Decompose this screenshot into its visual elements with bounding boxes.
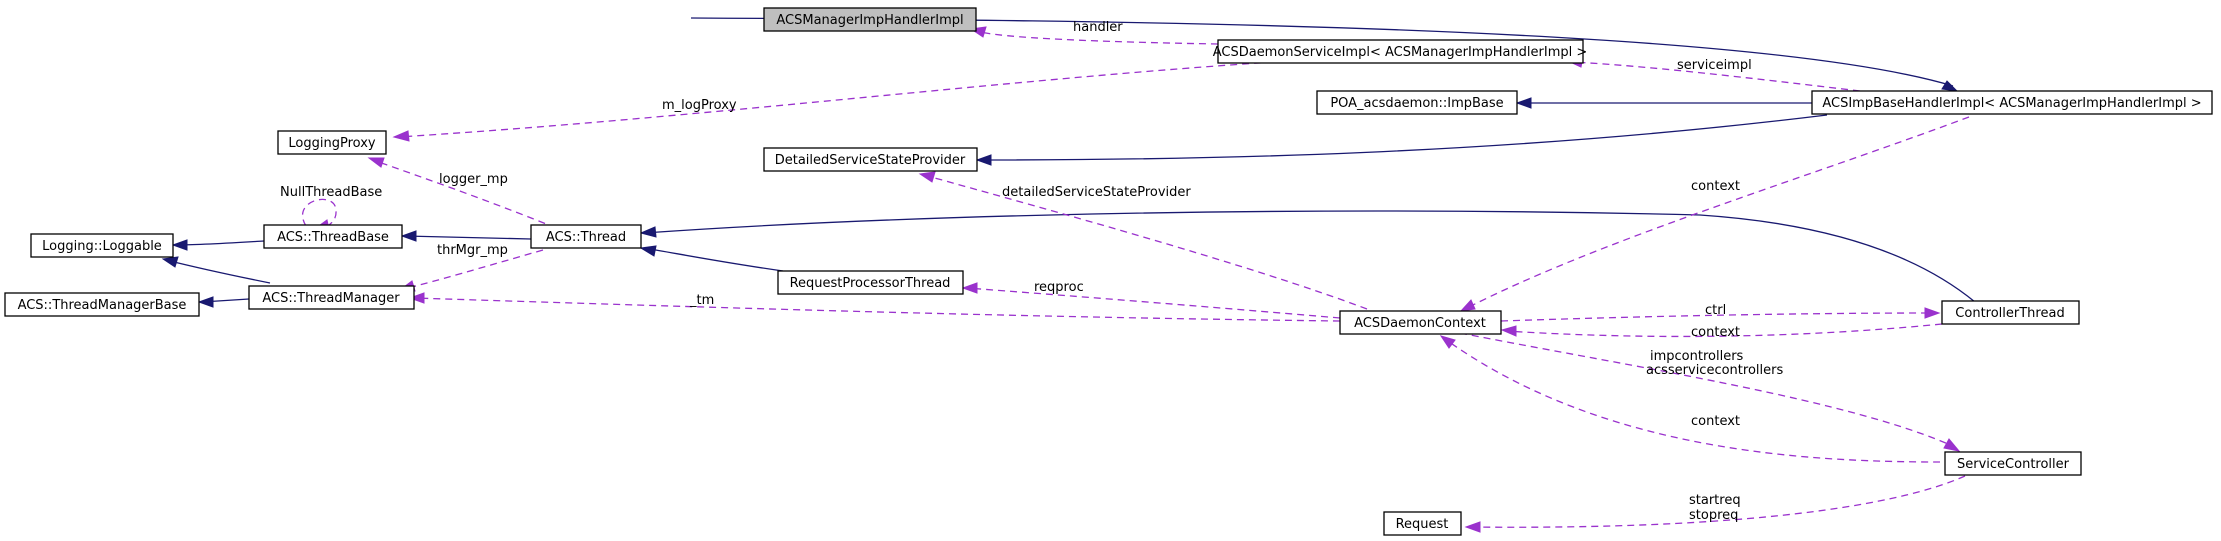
edge-thread-to-threadbase: [404, 235, 532, 240]
node-label: ACSDaemonServiceImpl< ACSManagerImpHandl…: [1213, 45, 1588, 60]
node-acsmanagerimphandlerimpl[interactable]: ACSManagerImpHandlerImpl: [763, 7, 977, 32]
node-label: ACS::ThreadBase: [277, 230, 389, 245]
node-label: ACSDaemonContext: [1354, 316, 1486, 331]
arrowhead-thread-logger: [367, 157, 385, 168]
label-nullthreadbase: NullThreadBase: [280, 185, 382, 200]
edge-context-servicecontrollers: [1459, 332, 1956, 448]
edge-context-detailed: [923, 174, 1368, 310]
node-label: ACS::Thread: [546, 230, 626, 245]
node-label: ACSImpBaseHandlerImpl< ACSManagerImpHand…: [1822, 96, 2201, 111]
node-loggingproxy[interactable]: LoggingProxy: [277, 130, 387, 155]
node-acs-threadmanagerbase[interactable]: ACS::ThreadManagerBase: [4, 292, 200, 317]
node-label: Logging::Loggable: [42, 239, 162, 254]
arrowhead-service-context: [1439, 335, 1456, 349]
arrowhead-context-servicecontrollers: [1943, 438, 1961, 452]
node-acsimpbasehandlerimpl[interactable]: ACSImpBaseHandlerImpl< ACSManagerImpHand…: [1811, 90, 2213, 115]
node-acs-threadmanager[interactable]: ACS::ThreadManager: [248, 285, 415, 310]
label-context-ctrl: context: [1691, 325, 1740, 340]
label-tm: _tm: [689, 293, 714, 308]
node-poa-acsdaemon-impbase[interactable]: POA_acsdaemon::ImpBase: [1316, 90, 1518, 115]
arrowhead-service-request: [1464, 521, 1481, 533]
edge-impbase-serviceimpl: [1571, 61, 1861, 92]
edge-context-reqproc: [966, 287, 1341, 319]
arrowhead-impbase-acsmanager: [1941, 80, 1959, 92]
arrowhead-context-tm: [408, 292, 425, 304]
node-label: RequestProcessorThread: [790, 276, 951, 291]
label-context-impbase: context: [1691, 179, 1740, 194]
arrowhead-thread-threadbase: [400, 230, 417, 242]
node-label: POA_acsdaemon::ImpBase: [1330, 96, 1503, 111]
node-acsdaemonserviceimpl[interactable]: ACSDaemonServiceImpl< ACSManagerImpHandl…: [1213, 39, 1588, 64]
label-reqproc: reqproc: [1034, 280, 1084, 295]
node-label: ControllerThread: [1955, 306, 2064, 321]
node-label: ServiceController: [1957, 457, 2070, 472]
label-ctrl: ctrl: [1705, 303, 1726, 318]
node-detailedservicestateprovider[interactable]: DetailedServiceStateProvider: [763, 147, 978, 172]
label-acsservicecontrollers: acsservicecontrollers: [1646, 363, 1783, 378]
arrowhead-controller-context: [1500, 325, 1517, 337]
arrowhead-controller-thread: [639, 226, 657, 238]
edge-labels: handler serviceimpl m_logProxy NullThrea…: [280, 20, 1783, 523]
edge-threadbase-to-loggable: [175, 240, 265, 246]
node-controllerthread[interactable]: ControllerThread: [1941, 300, 2080, 325]
arrowhead-impbase-poa: [1515, 97, 1532, 109]
arrowhead-threadbase-loggable: [171, 239, 188, 251]
edge-controller-to-thread: [643, 210, 1976, 303]
arrowhead-impbase-context: [1459, 299, 1476, 312]
node-label: ACS::ThreadManagerBase: [18, 298, 187, 313]
node-acs-threadbase[interactable]: ACS::ThreadBase: [263, 224, 403, 249]
node-requestprocessorthread[interactable]: RequestProcessorThread: [777, 270, 964, 295]
arrowhead-threadmanager-threadmanagerbase: [197, 296, 214, 308]
label-impcontrollers: impcontrollers: [1650, 349, 1744, 364]
label-startreq: startreq: [1689, 493, 1741, 508]
arrowhead-requestproc-thread: [639, 245, 657, 257]
node-label: Request: [1396, 517, 1449, 532]
label-thrmgr-mp: thrMgr_mp: [437, 243, 508, 258]
edges: [161, 17, 1976, 533]
node-logging-loggable[interactable]: Logging::Loggable: [30, 233, 174, 258]
arrowhead-threadmanager-loggable: [161, 256, 179, 268]
edge-impbase-context: [1464, 116, 1970, 310]
edge-context-tm: [413, 297, 1341, 322]
label-stopreq: stopreq: [1689, 508, 1738, 523]
nodes: ACSManagerImpHandlerImpl ACSDaemonServic…: [4, 7, 2213, 536]
node-label: ACS::ThreadManager: [262, 291, 400, 306]
node-servicecontroller[interactable]: ServiceController: [1944, 451, 2082, 476]
edge-thread-logger: [372, 159, 557, 229]
node-acsdaemoncontext[interactable]: ACSDaemonContext: [1339, 310, 1502, 335]
label-m-logproxy: m_logProxy: [662, 98, 737, 113]
edge-service-request: [1469, 475, 1966, 528]
label-detailedssp: detailedServiceStateProvider: [1002, 185, 1191, 200]
edge-threadmanager-to-loggable: [165, 259, 271, 284]
label-context-service: context: [1691, 414, 1740, 429]
node-request[interactable]: Request: [1383, 511, 1462, 536]
edge-daemonservice-handler: [975, 30, 1219, 45]
edge-context-ctrl: [1500, 312, 1936, 322]
arrowhead-context-reqproc: [961, 282, 978, 294]
edge-requestproc-to-thread: [643, 247, 784, 272]
arrowhead-context-ctrl: [1924, 307, 1941, 319]
label-logger-mp: logger_mp: [439, 172, 508, 187]
node-label: ACSManagerImpHandlerImpl: [776, 13, 963, 28]
label-handler: handler: [1073, 20, 1123, 35]
edge-daemonservice-logproxy: [397, 61, 1274, 138]
edge-service-context: [1444, 338, 1941, 463]
arrowhead-impbase-detailed: [975, 154, 992, 166]
edge-impbase-to-detailed: [979, 114, 1828, 161]
node-label: DetailedServiceStateProvider: [775, 153, 966, 168]
node-label: LoggingProxy: [288, 136, 375, 151]
arrowhead-context-detailed: [918, 171, 936, 183]
label-serviceimpl: serviceimpl: [1677, 58, 1752, 73]
edge-threadbase-nullthreadbase: [302, 198, 337, 229]
edge-controller-context: [1505, 323, 1943, 338]
node-acs-thread[interactable]: ACS::Thread: [530, 224, 642, 249]
arrowhead-daemonservice-logproxy: [392, 130, 410, 142]
